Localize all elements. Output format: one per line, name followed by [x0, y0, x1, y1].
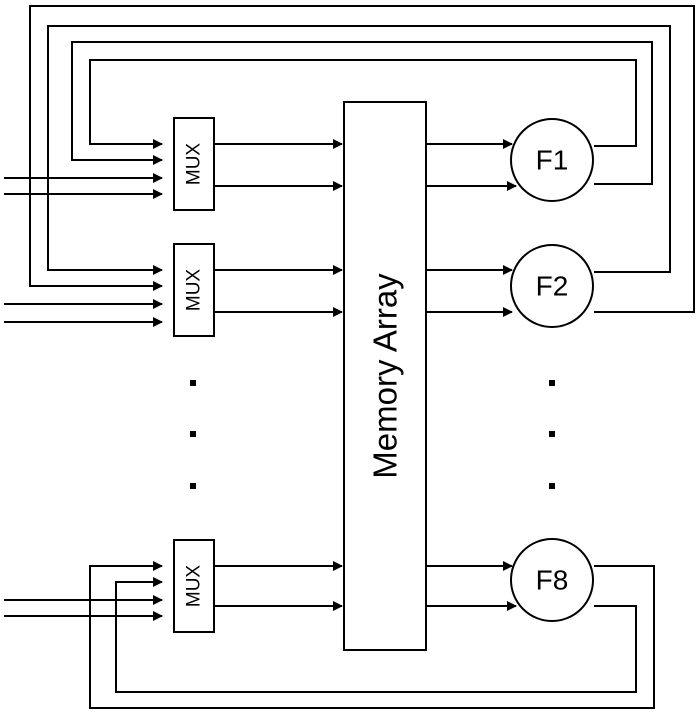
mux-label: MUX: [184, 269, 205, 312]
function-unit-f1: F1: [510, 118, 594, 202]
mux-block-1: MUX: [173, 117, 215, 211]
mux-block-2: MUX: [173, 243, 215, 337]
feedback-wire-f2-mux2: [47, 25, 671, 275]
mux-block-8: MUX: [173, 539, 215, 633]
function-unit-label: F8: [536, 565, 569, 596]
feedback-wire-f1-mux1a: [71, 41, 653, 185]
feedback-wire-f2-mux1: [29, 5, 695, 313]
memory-array-block: Memory Array: [343, 101, 427, 651]
feedback-wire-f8-mux8b: [115, 577, 637, 693]
function-unit-label: F1: [536, 145, 569, 176]
function-unit-f2: F2: [510, 244, 594, 328]
ellipsis-left: [190, 380, 196, 489]
feedback-wire-f8-mux8a: [89, 561, 655, 709]
mux-label: MUX: [184, 565, 205, 608]
feedback-wire-f1-mux1b: [89, 59, 637, 149]
ellipsis-right: [549, 380, 555, 489]
function-unit-f8: F8: [510, 538, 594, 622]
function-unit-label: F2: [536, 271, 569, 302]
mux-label: MUX: [184, 143, 205, 186]
memory-array-label: Memory Array: [367, 273, 404, 479]
